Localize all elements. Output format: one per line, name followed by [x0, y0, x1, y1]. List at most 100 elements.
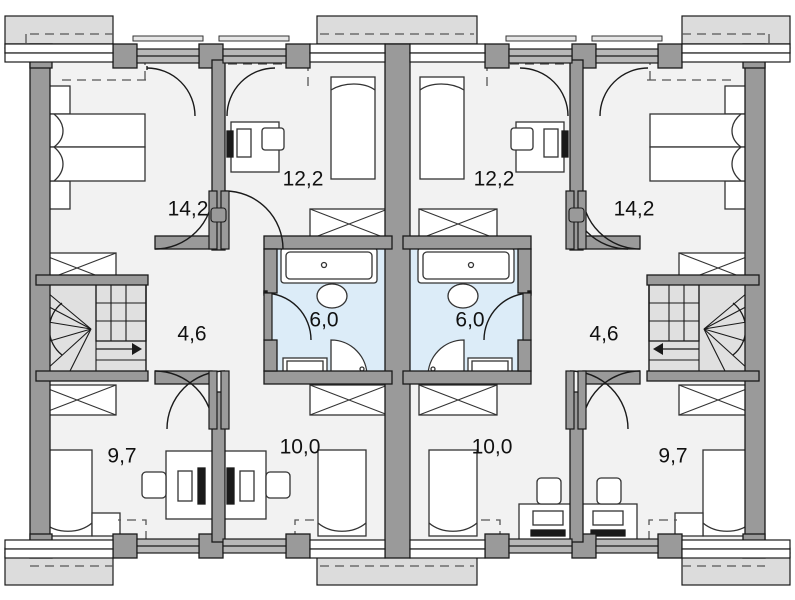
chair	[510, 127, 534, 151]
hall-left-wall-bottom	[154, 370, 213, 385]
wall-pier-top-6	[657, 43, 683, 69]
door-leaf-hall-right-d	[565, 370, 575, 430]
stair-left-edge-top	[35, 274, 149, 286]
window-sill-marks	[132, 35, 663, 42]
stair-left-edge-bottom	[35, 370, 149, 382]
toilet-fixture	[447, 283, 479, 309]
room-label-hall-right: 4,6	[589, 323, 618, 346]
bathroom-right-wall-bottom	[402, 370, 532, 385]
balcony-door-top-centre	[309, 43, 486, 63]
room-label-bedroom-left-outer-bot: 9,7	[107, 445, 136, 468]
room-label-bedroom-left-outer-top: 14,2	[168, 198, 209, 221]
balcony-door-top-right	[681, 43, 791, 63]
hall-left-wall-top	[154, 235, 213, 250]
exterior-wall-right	[744, 59, 766, 543]
wardrobe-bath-right-top	[418, 208, 498, 240]
door-leaf-bath-left	[263, 292, 273, 341]
wall-pier-bottom-3	[285, 533, 311, 559]
window-top-2	[222, 48, 287, 64]
nightstand	[91, 512, 121, 537]
hall-right-wall-bottom	[582, 370, 641, 385]
wall-pier-bottom-6	[657, 533, 683, 559]
stair-direction-arrow-right	[653, 343, 663, 355]
desk-inner-right	[510, 121, 569, 173]
party-wall-central	[384, 43, 411, 559]
single-bed-bottom-right	[674, 449, 752, 537]
wardrobe-bath-right-bottom	[418, 384, 498, 416]
chair	[596, 477, 622, 505]
furniture-group	[37, 76, 758, 541]
door-hall-left-to-bedroom-122	[224, 190, 284, 250]
window-bottom-1	[136, 538, 200, 554]
bathtub-fixture	[417, 247, 515, 284]
room-label-bedroom-left-inner-bot: 10,0	[280, 436, 321, 459]
chair	[265, 471, 291, 499]
chair	[261, 127, 285, 151]
room-label-bedroom-right-outer-top: 14,2	[614, 198, 655, 221]
double-bed-top-left	[41, 85, 146, 210]
desk-inner-left	[226, 121, 285, 173]
balcony-door-bottom-left	[4, 539, 114, 559]
door-leaf-hall-left-c	[208, 370, 218, 430]
single-bed-bottom-inner-right	[428, 449, 478, 537]
door-top-left-bedroom	[146, 66, 196, 117]
wall-pier-top-4	[484, 43, 510, 69]
nightstand	[674, 512, 704, 537]
door-top-right-bedroom	[599, 67, 649, 117]
exterior-wall-left	[29, 59, 51, 543]
single-bed-inner-right	[419, 76, 465, 180]
bathtub-fixture	[280, 247, 378, 284]
window-bottom-4	[595, 538, 659, 554]
windows-group[interactable]	[4, 43, 791, 559]
balcony-door-bottom-right	[681, 539, 791, 559]
monitor	[592, 510, 624, 526]
toilet-fixture	[316, 283, 348, 309]
single-bed-bottom-inner-left	[317, 449, 367, 537]
window-top-3	[508, 48, 573, 64]
window-bottom-3	[508, 538, 573, 554]
room-label-hall-left: 4,6	[177, 323, 206, 346]
room-label-bathroom-left: 6,0	[309, 309, 338, 332]
single-bed-inner-left	[330, 76, 376, 180]
wall-pier-bottom-4	[484, 533, 510, 559]
door-top-inner-left-bedroom	[226, 67, 276, 117]
wardrobe-bath-left-bottom	[309, 384, 389, 416]
bathroom-right-wall-side-upper	[517, 248, 532, 294]
window-top-1	[136, 48, 200, 64]
room-label-bedroom-right-inner-bot: 10,0	[472, 436, 513, 459]
chair	[536, 477, 562, 505]
room-label-bedroom-left-inner-top: 12,2	[283, 168, 324, 191]
room-label-bathroom-right: 6,0	[455, 309, 484, 332]
bathroom-left-wall-bottom	[263, 370, 393, 385]
single-bed-bottom-left	[43, 449, 121, 537]
room-label-bedroom-right-inner-top: 12,2	[474, 168, 515, 191]
door-top-inner-right-bedroom	[519, 67, 569, 117]
balcony-door-top-left	[4, 43, 114, 63]
stair-direction-arrow-left	[132, 343, 142, 355]
bathroom-left-wall-top	[263, 235, 393, 250]
wall-pier-bottom-1	[112, 533, 138, 559]
bathroom-left-wall-side-upper	[263, 248, 278, 294]
bathroom-right-wall-top	[402, 235, 532, 250]
bathroom-right-wall-side-lower	[517, 339, 532, 372]
room-label-bedroom-right-outer-bot: 9,7	[658, 445, 687, 468]
wardrobe-bath-left-top	[309, 208, 389, 240]
bathroom-left-wall-side-lower	[263, 339, 278, 372]
walls-group	[29, 43, 766, 559]
staircase-right	[648, 282, 760, 380]
monitor	[532, 510, 564, 526]
wardrobe-bottom-right-upper	[678, 384, 758, 416]
balcony-door-bottom-centre	[309, 539, 486, 559]
wall-pier-top-3	[285, 43, 311, 69]
door-leaf-hall-left-d	[220, 370, 230, 430]
stair-right-edge-bottom	[646, 370, 760, 382]
chair	[141, 471, 167, 499]
window-top-4	[595, 48, 659, 64]
staircase-left	[35, 282, 147, 380]
window-bottom-2	[222, 538, 287, 554]
room-labels-group: 14,2 12,2 12,2 14,2 4,6 6,0 6,0 4,6 9,7 …	[107, 168, 687, 468]
door-leaf-bath-right	[522, 292, 532, 341]
stair-right-edge-top	[646, 274, 760, 286]
